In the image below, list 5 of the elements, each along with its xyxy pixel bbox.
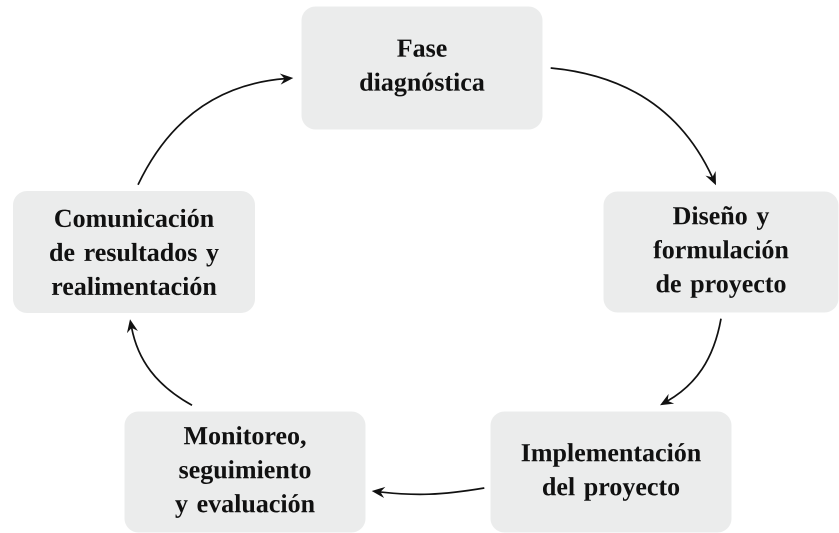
process-box: Diseño y formulación de proyecto [604, 192, 838, 312]
process-box: Comunicación de resultados y realimentación [13, 191, 255, 313]
process-box: Implementación del proyecto [490, 412, 732, 532]
process-box: Monitoreo, seguimiento y evaluación [124, 412, 366, 532]
process-box: Fase diagnóstica [302, 6, 542, 130]
